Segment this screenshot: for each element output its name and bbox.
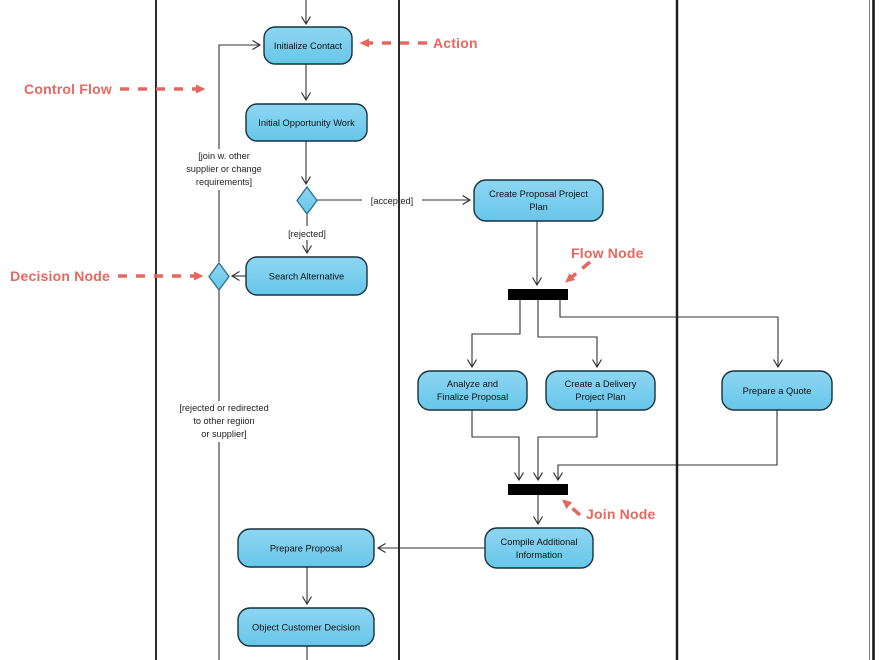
action-analyze-and-finalize-proposal: Analyze and Finalize Proposal bbox=[417, 370, 528, 411]
guard-join-line1: [join w. other bbox=[198, 151, 250, 161]
fork-bar bbox=[508, 289, 568, 300]
action-compile-additional-information-shape bbox=[484, 527, 594, 569]
guard-accepted-bg bbox=[362, 192, 422, 206]
guard-redirected-line3: or supplier] bbox=[201, 429, 246, 439]
guard-join-with-other: [join w. other supplier or change requir… bbox=[178, 149, 272, 190]
callout-control-flow-label: Control Flow bbox=[24, 81, 112, 97]
callout-join-node-label: Join Node bbox=[586, 506, 655, 522]
join-bar bbox=[508, 484, 568, 495]
action-nodes: Initialize Contact Initial Opportunity W… bbox=[237, 26, 833, 647]
action-object-customer-decision: Object Customer Decision bbox=[237, 607, 375, 647]
action-analyze-and-finalize-proposal-line2: Finalize Proposal bbox=[437, 392, 508, 402]
callout-action-label: Action bbox=[433, 35, 478, 51]
action-prepare-proposal-label: Prepare Proposal bbox=[270, 544, 342, 554]
action-create-a-delivery-project-plan-line1: Create a Delivery bbox=[565, 379, 637, 389]
guard-join-line2: supplier or change bbox=[186, 164, 262, 174]
action-create-a-delivery-project-plan-line2: Project Plan bbox=[575, 392, 625, 402]
action-search-alternative-label: Search Alternative bbox=[269, 272, 344, 282]
action-prepare-a-quote-shape bbox=[721, 370, 833, 411]
decision-diamond-accept-reject bbox=[296, 185, 318, 216]
guard-rejected: [rejected] bbox=[282, 226, 332, 240]
action-prepare-proposal: Prepare Proposal bbox=[237, 528, 375, 568]
action-prepare-proposal-shape bbox=[237, 528, 375, 568]
flow-fork-to-prepare-quote bbox=[559, 300, 784, 369]
action-search-alternative-shape bbox=[245, 256, 368, 296]
swimlane-lines bbox=[155, 0, 875, 660]
action-compile-additional-information-line2: Information bbox=[516, 550, 563, 560]
guard-redirected-bg bbox=[166, 401, 282, 442]
action-prepare-a-quote: Prepare a Quote bbox=[721, 370, 833, 411]
action-initialize-contact: Initialize Contact bbox=[263, 26, 353, 65]
callout-annotations: Action Control Flow Decision Node Flow N… bbox=[10, 35, 655, 522]
action-create-proposal-project-plan-line2: Plan bbox=[529, 202, 548, 212]
action-initialize-contact-label: Initialize Contact bbox=[274, 41, 343, 51]
flow-prepare-quote-to-join bbox=[552, 410, 778, 482]
action-create-proposal-project-plan-shape bbox=[473, 179, 604, 222]
action-initial-opportunity-work-label: Initial Opportunity Work bbox=[258, 118, 355, 128]
decision-diamond-merge bbox=[208, 261, 230, 292]
decision-nodes bbox=[208, 185, 318, 292]
flow-analyze-to-join bbox=[471, 410, 525, 482]
guard-rejected-or-redirected: [rejected or redirected to other regiion… bbox=[166, 401, 282, 442]
action-create-proposal-project-plan-line1: Create Proposal Project bbox=[489, 189, 588, 199]
guard-join-bg bbox=[178, 149, 272, 190]
action-initial-opportunity-work-shape bbox=[245, 103, 368, 142]
action-create-a-delivery-project-plan-shape bbox=[545, 370, 656, 411]
callout-join-node: Join Node bbox=[562, 499, 655, 522]
fork-join-bars bbox=[508, 289, 568, 495]
guard-redirected-line1: [rejected or redirected bbox=[179, 403, 268, 413]
guard-redirected-line2: to other regiion bbox=[193, 416, 254, 426]
flow-delivery-plan-to-join bbox=[532, 410, 598, 482]
flow-fork-to-delivery-plan bbox=[537, 300, 603, 369]
callout-flow-node-label: Flow Node bbox=[571, 245, 644, 261]
callout-decision-node: Decision Node bbox=[10, 268, 204, 284]
callout-flow-node-arrow bbox=[565, 260, 592, 283]
callout-control-flow: Control Flow bbox=[24, 81, 206, 97]
action-analyze-and-finalize-proposal-shape bbox=[417, 370, 528, 411]
action-create-proposal-project-plan: Create Proposal Project Plan bbox=[473, 179, 604, 222]
flow-fork-to-analyze bbox=[466, 300, 521, 369]
action-analyze-and-finalize-proposal-line1: Analyze and bbox=[447, 379, 498, 389]
callout-flow-node: Flow Node bbox=[565, 245, 644, 283]
action-compile-additional-information-line1: Compile Additional bbox=[500, 537, 577, 547]
callout-decision-node-label: Decision Node bbox=[10, 268, 110, 284]
callout-action: Action bbox=[359, 35, 478, 51]
guard-join-line3: requirements] bbox=[196, 177, 252, 187]
action-initial-opportunity-work: Initial Opportunity Work bbox=[245, 103, 368, 142]
callout-join-node-arrow bbox=[562, 499, 582, 517]
guard-rejected-label: [rejected] bbox=[288, 229, 326, 239]
control-flows bbox=[218, 0, 784, 660]
action-object-customer-decision-label: Object Customer Decision bbox=[252, 623, 360, 633]
action-search-alternative: Search Alternative bbox=[245, 256, 368, 296]
action-object-customer-decision-shape bbox=[237, 607, 375, 647]
action-create-a-delivery-project-plan: Create a Delivery Project Plan bbox=[545, 370, 656, 411]
guard-rejected-bg bbox=[282, 226, 332, 240]
action-initialize-contact-shape bbox=[263, 26, 353, 65]
guard-accepted-label: [accepted] bbox=[371, 196, 413, 206]
guard-labels: [accepted] [rejected] [join w. other sup… bbox=[166, 149, 422, 442]
guard-accepted: [accepted] bbox=[362, 192, 422, 206]
action-prepare-a-quote-label: Prepare a Quote bbox=[743, 386, 812, 396]
action-compile-additional-information: Compile Additional Information bbox=[484, 527, 594, 569]
